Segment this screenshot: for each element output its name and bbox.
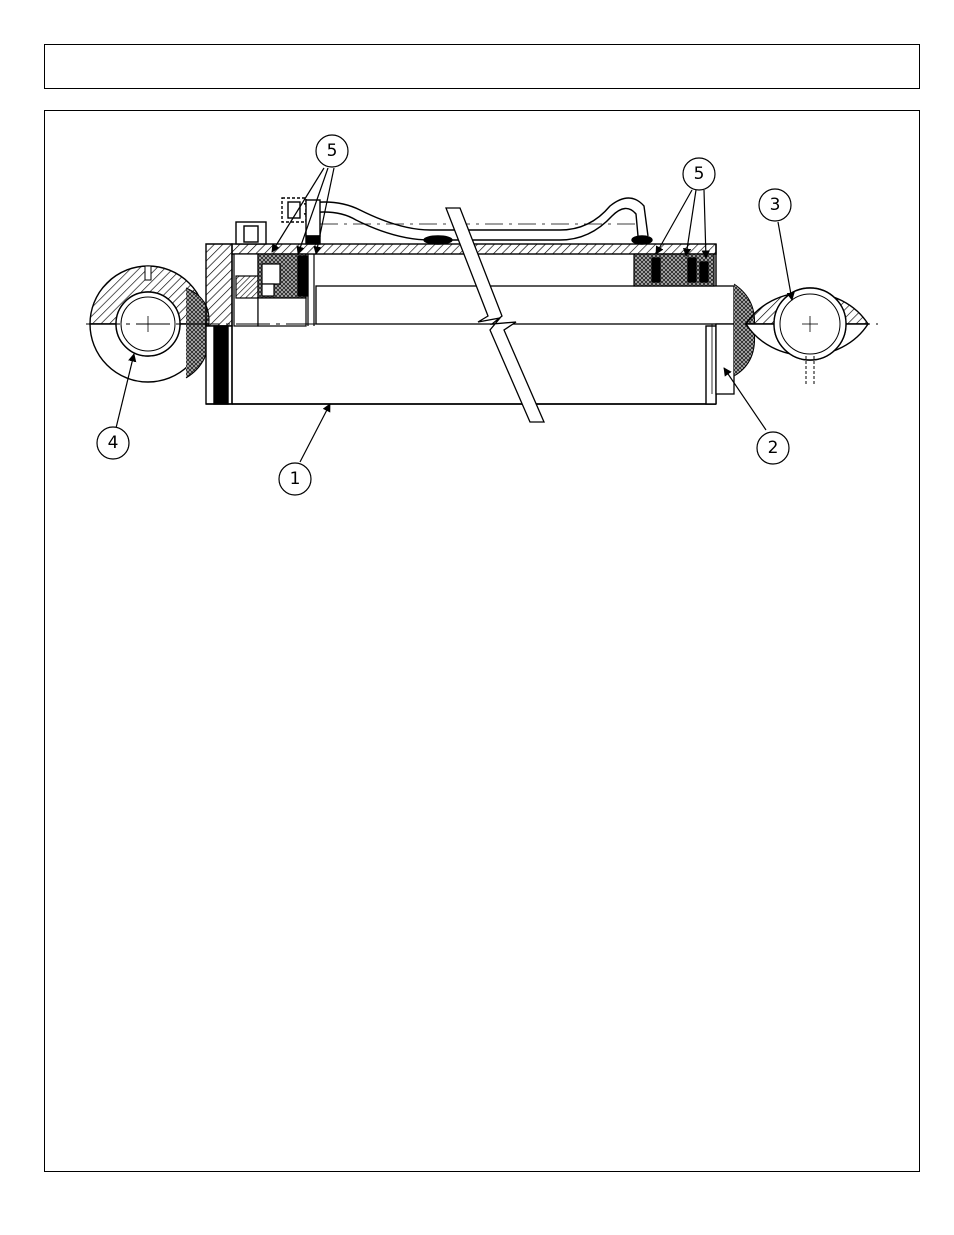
piston-assembly bbox=[234, 254, 314, 326]
callout-label: 3 bbox=[770, 195, 781, 215]
callout-label: 5 bbox=[327, 141, 338, 161]
hydraulic-line bbox=[236, 198, 652, 244]
callout-label: 5 bbox=[694, 164, 705, 184]
callout-2: 2 bbox=[757, 432, 789, 464]
callout-5-top-right: 5 bbox=[683, 158, 715, 190]
right-eye-clevis bbox=[734, 284, 868, 386]
callout-5-top-left: 5 bbox=[316, 135, 348, 167]
gland-assembly bbox=[634, 254, 714, 286]
callout-label: 4 bbox=[108, 433, 119, 453]
callout-label: 1 bbox=[290, 469, 301, 489]
callout-3: 3 bbox=[759, 189, 791, 221]
callout-4: 4 bbox=[97, 427, 129, 459]
callout-label: 2 bbox=[768, 438, 779, 458]
callout-1: 1 bbox=[279, 463, 311, 495]
